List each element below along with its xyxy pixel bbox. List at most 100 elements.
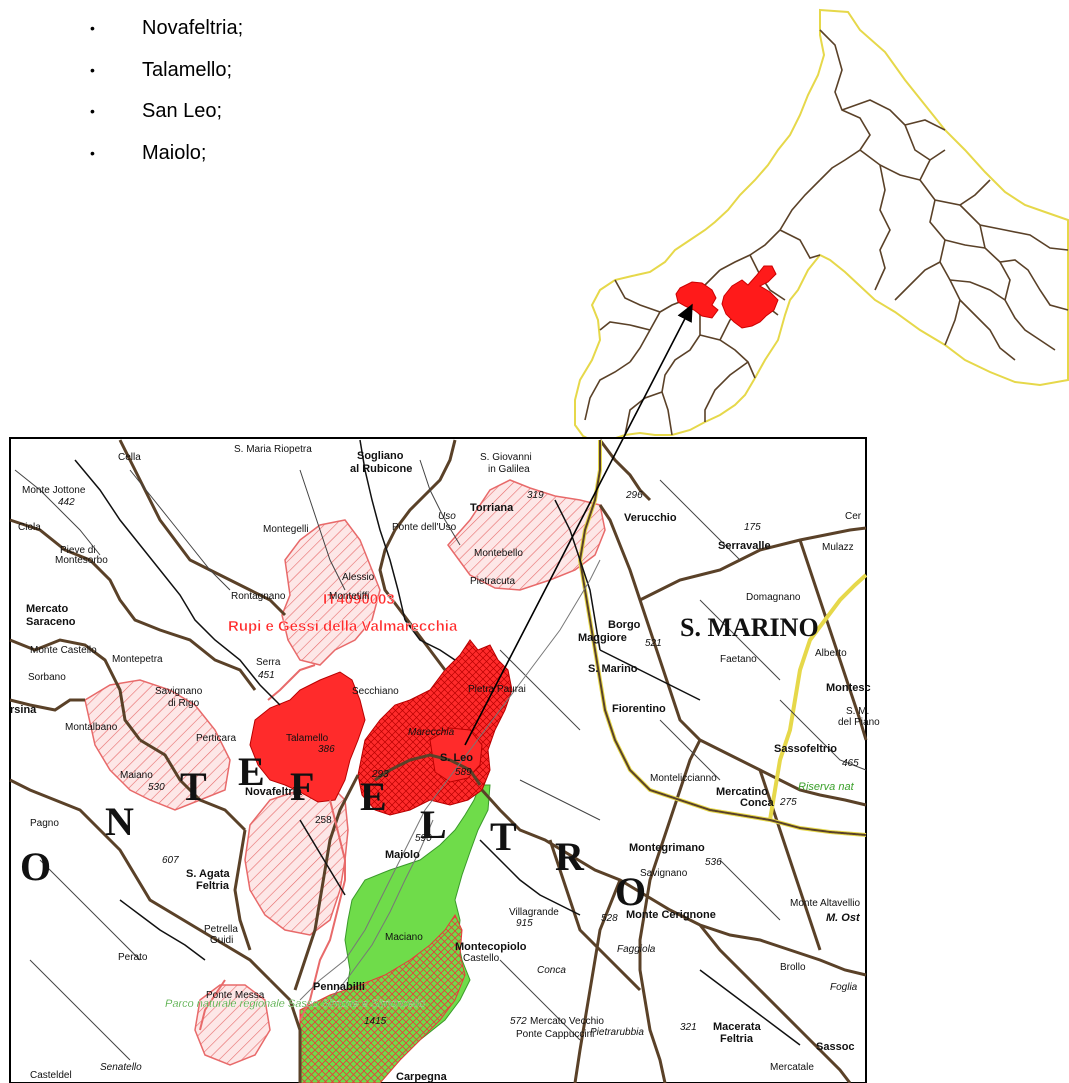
place-label: Ponte dell'Uso [392, 522, 457, 533]
place-label: Pietra Paurai [468, 684, 526, 695]
place-label: 451 [258, 670, 275, 681]
place-label: rsina [10, 704, 37, 716]
place-label: Perticara [196, 733, 236, 744]
place-label: Serravalle [718, 540, 771, 552]
place-label: Savignano [155, 686, 203, 697]
place-label: Serra [256, 657, 281, 668]
place-label: Feltria [720, 1033, 754, 1045]
place-label: Mercatale [770, 1062, 814, 1073]
place-label: Saraceno [26, 616, 76, 628]
place-label: Montegrimano [629, 842, 705, 854]
place-label: di Rigo [168, 698, 200, 709]
provincial-boundary-overlay [578, 440, 867, 836]
place-label: S. Maria Riopetra [234, 444, 312, 455]
place-label: 258 [315, 815, 332, 826]
place-label: 386 [318, 744, 335, 755]
site-boundaries [199, 664, 346, 1031]
hatched-area-maiano [84, 679, 231, 811]
place-label: Domagnano [746, 592, 801, 603]
rivers [299, 559, 601, 1001]
place-label: Castello [463, 953, 500, 964]
place-label: Fiorentino [612, 703, 666, 715]
list-item-label: San Leo; [142, 100, 223, 122]
place-label: del Piano [838, 717, 880, 728]
place-label: Ciola [18, 522, 41, 533]
place-label: Casteldel [30, 1070, 72, 1081]
place-label: Brollo [780, 962, 806, 973]
place-label: Montegelli [263, 524, 309, 535]
park-site-overlap [299, 913, 466, 1083]
place-label: 521 [645, 638, 662, 649]
place-label: Pietracuta [470, 576, 515, 587]
place-label: Conca [537, 965, 566, 976]
place-labels: Cella S. Maria Riopetra Sogliano al Rubi… [10, 444, 880, 1083]
site-code-label: IT4090003 [323, 591, 395, 608]
place-label: 536 [705, 857, 722, 868]
place-label: Sorbano [28, 672, 66, 683]
country-label: S. MARINO [680, 613, 819, 642]
secondary-roads [14, 459, 867, 1061]
place-label: Uso [438, 511, 456, 522]
province-border [574, 8, 1069, 444]
place-label: Macerata [713, 1021, 762, 1033]
region-letter: T [180, 764, 207, 809]
place-label: S. Marino [588, 663, 638, 675]
place-label: Maiano [120, 770, 153, 781]
place-label: Faetano [720, 654, 757, 665]
site-shape-novafeltria-talamello [675, 281, 719, 319]
place-label: Montetiffi [329, 591, 369, 602]
region-letter: L [420, 802, 447, 847]
place-label: Ponte Cappuccini [516, 1029, 594, 1040]
list-item-label: Maiolo; [142, 142, 207, 164]
place-label: Monte Altavellio [790, 898, 860, 909]
place-label: S. Giovanni [480, 452, 532, 463]
place-label: Mercato Vecchio [530, 1016, 604, 1027]
municipal-boundaries [9, 439, 868, 1083]
place-label: Sogliano [357, 450, 404, 462]
province-inset-map [574, 8, 1069, 444]
place-label: Montebello [474, 548, 523, 559]
place-label: Monte Jottone [22, 485, 86, 496]
place-label: Sassoc [816, 1041, 855, 1053]
place-label: Villagrande [509, 907, 559, 918]
site-name-label: Rupi e Gessi della Valmarecchia [228, 618, 458, 635]
hatched-area-north [281, 519, 381, 666]
list-item: •Novafeltria; [90, 14, 243, 42]
place-label: Monte Cerignone [626, 909, 716, 921]
place-label: 590 [415, 833, 432, 844]
place-label: Novafeltria [245, 786, 303, 798]
place-label: Montecopiolo [455, 941, 527, 953]
place-label: Mercatino [716, 786, 768, 798]
bullet-icon: • [90, 20, 95, 36]
place-label: M. Ost [826, 912, 861, 924]
place-label: Pennabilli [313, 981, 365, 993]
place-label: Sassofeltrio [774, 743, 837, 755]
hatched-area-torriana [447, 479, 606, 591]
place-label: 607 [162, 855, 179, 866]
site-shape-san-leo-maiolo [721, 265, 779, 329]
place-label: Perato [118, 952, 148, 963]
place-label: Verucchio [624, 512, 677, 524]
bullet-icon: • [90, 62, 95, 78]
place-label: Secchiano [352, 686, 399, 697]
place-label: 293 [371, 769, 389, 780]
reserve-label: Riserva nat [798, 781, 855, 793]
list-item: •Talamello; [90, 56, 232, 84]
place-label: Maciano [385, 932, 423, 943]
list-item: • Maiolo; [90, 139, 206, 167]
detailed-map: IT4090003 Rupi e Gessi della Valmarecchi… [9, 437, 880, 1083]
place-label: 321 [680, 1022, 697, 1033]
place-label: 915 [516, 918, 533, 929]
place-label: 589 [455, 767, 472, 778]
hatched-area-ponte-messa [194, 984, 271, 1066]
region-letter: O [615, 869, 646, 914]
place-label: al Rubicone [350, 463, 412, 475]
place-label: Montalbano [65, 722, 118, 733]
place-label: S. M. [846, 706, 869, 717]
place-label: Monteliccianno [650, 773, 717, 784]
locator-arrow [464, 303, 693, 746]
place-label: 442 [58, 497, 75, 508]
bullet-icon: • [90, 145, 95, 161]
region-label: O N T E F E L T R O [20, 749, 646, 914]
